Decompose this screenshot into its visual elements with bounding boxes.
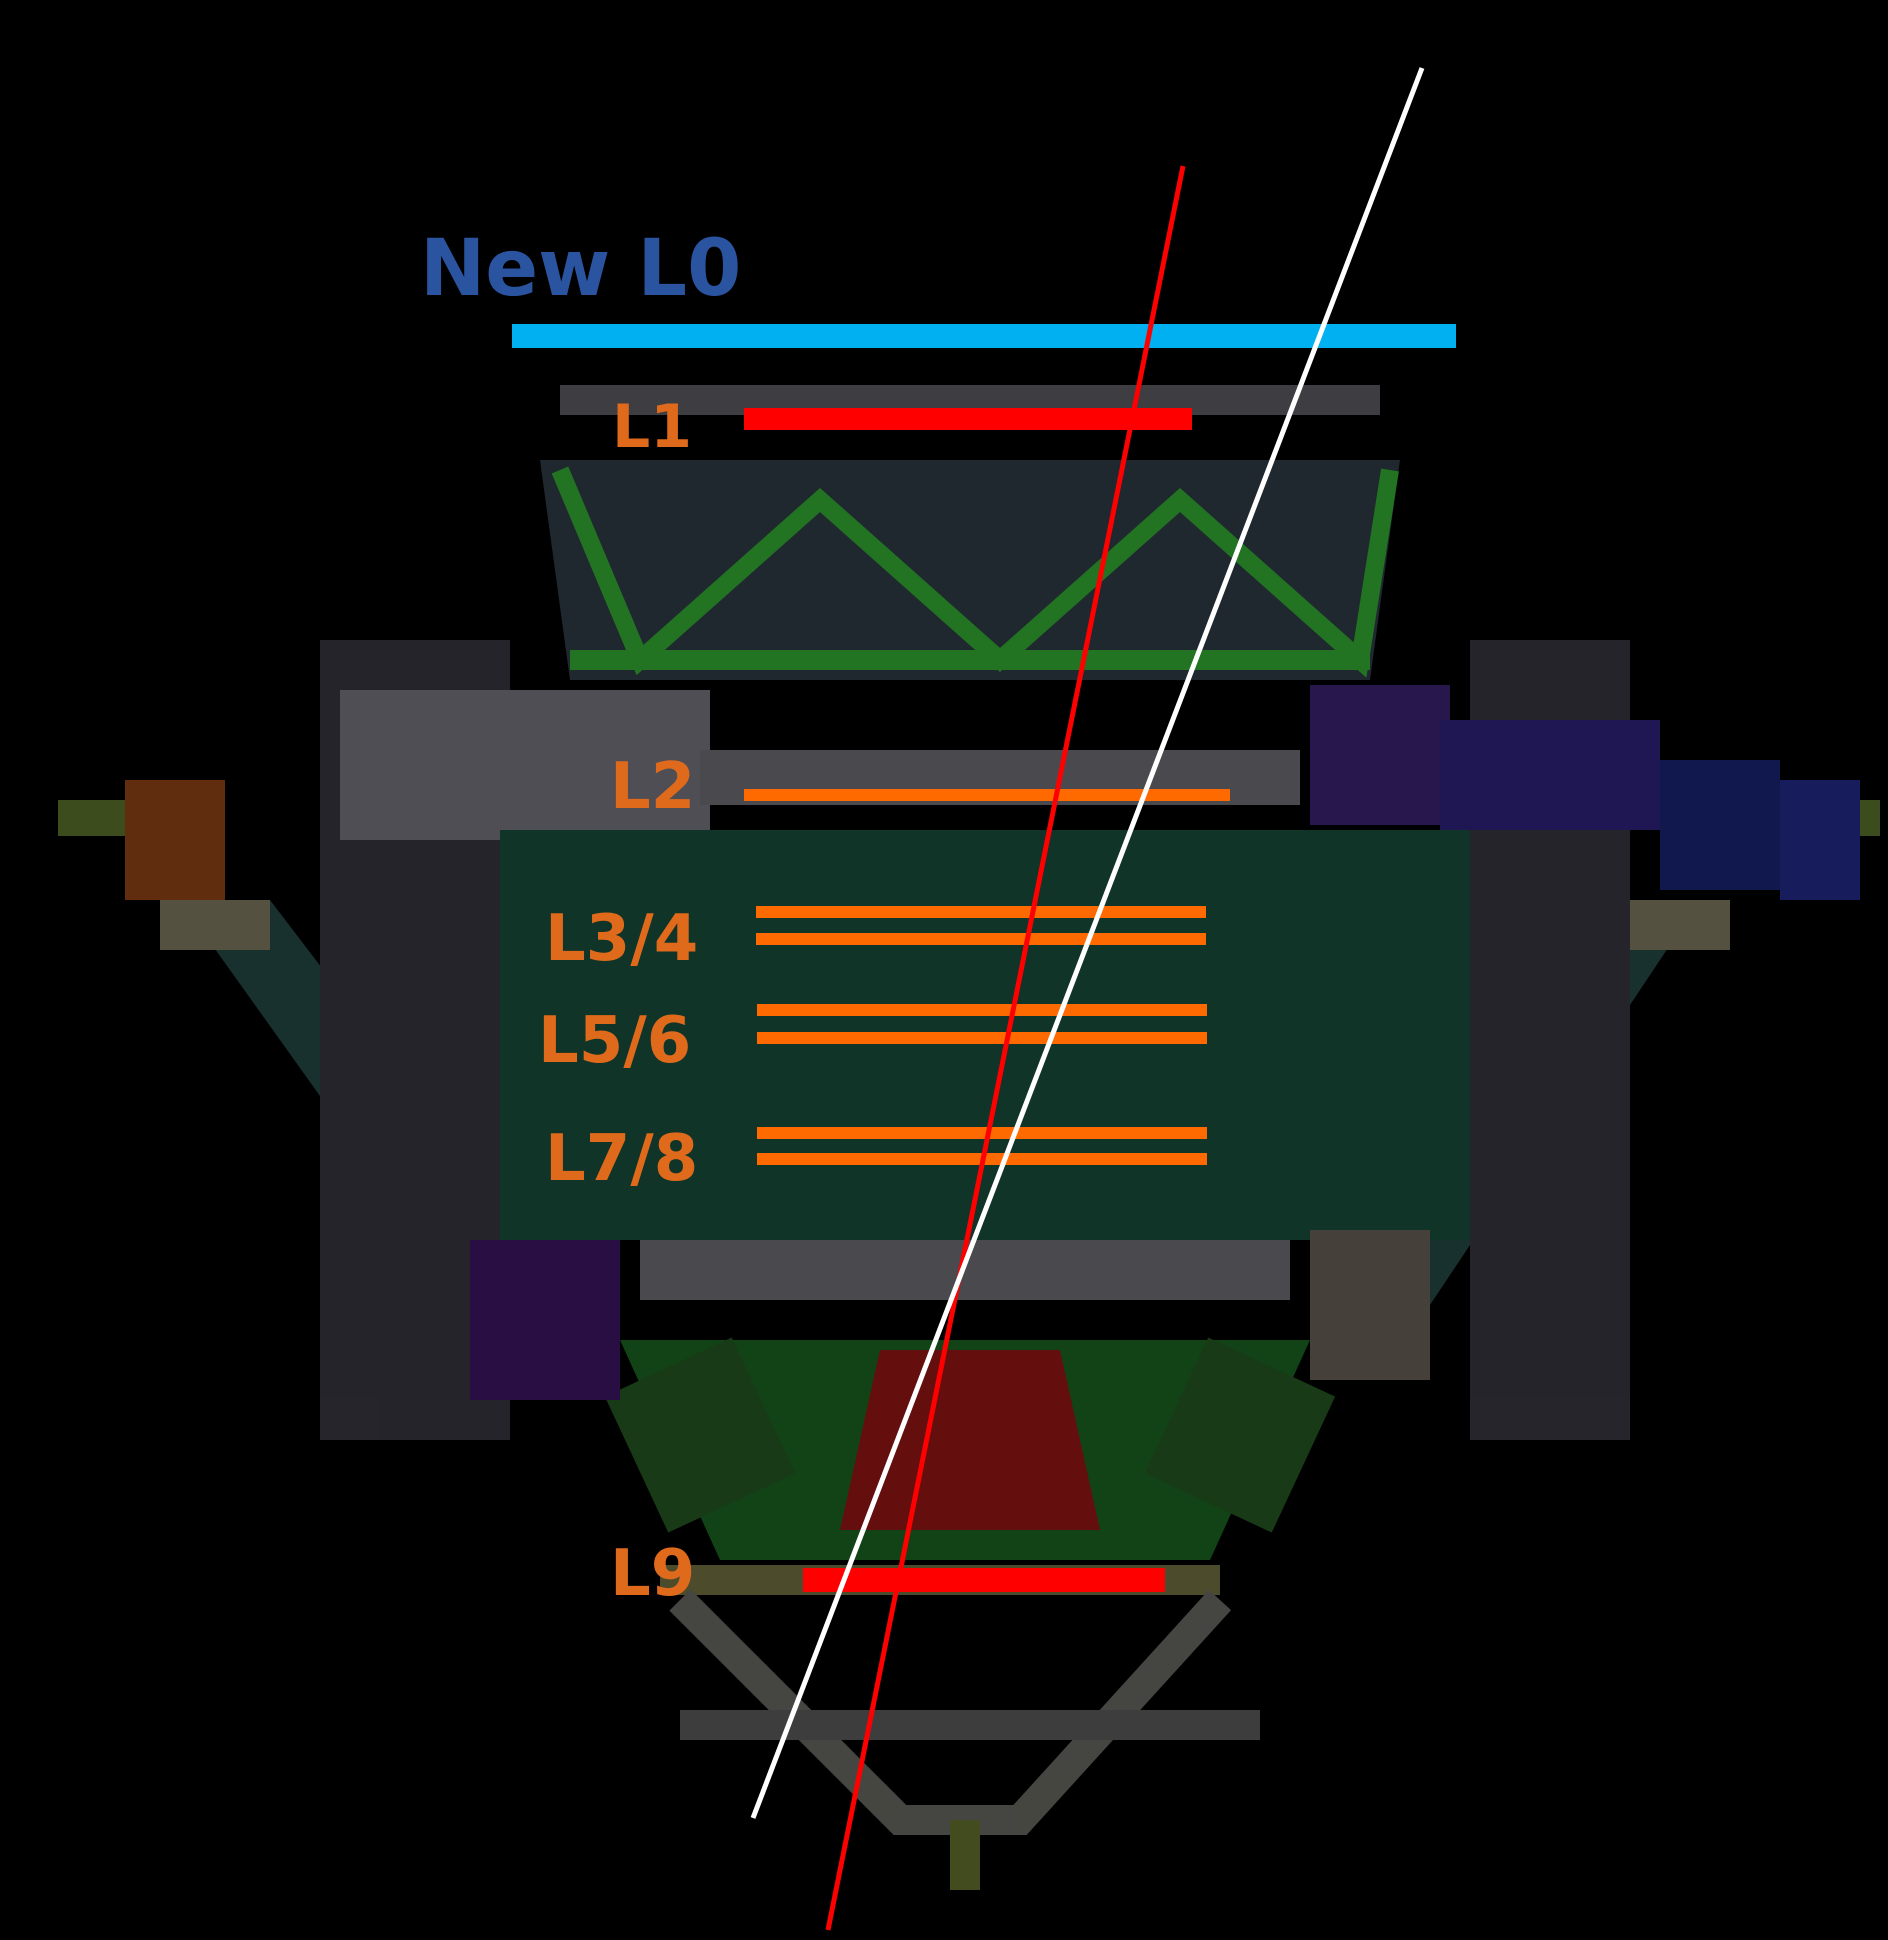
right-connector-2 <box>1440 720 1660 830</box>
l5-layer <box>757 1004 1207 1016</box>
top-truss-bottom <box>570 650 1370 670</box>
l9-layer <box>803 1568 1165 1592</box>
left-rod <box>58 800 138 836</box>
left-box <box>604 1337 796 1533</box>
bottom-red-wedge <box>840 1350 1100 1530</box>
l6-layer <box>757 1032 1207 1044</box>
l1-layer <box>744 408 1192 430</box>
l5-6-label: L5/6 <box>538 1004 691 1078</box>
right-box <box>1144 1337 1336 1533</box>
left-strut-cap <box>160 900 270 950</box>
right-connector <box>1310 685 1450 825</box>
l2-label: L2 <box>610 750 695 824</box>
red-track <box>825 165 1186 1931</box>
left-mount <box>125 780 225 900</box>
l3-layer <box>756 906 1206 918</box>
white-track <box>750 67 1425 1819</box>
l3-4-label: L3/4 <box>545 902 698 976</box>
lower-bar <box>680 1710 1260 1740</box>
l2-bracket <box>340 690 710 840</box>
right-mount-2 <box>1660 760 1780 890</box>
l7-8-label: L7/8 <box>545 1122 698 1196</box>
right-strut-cap <box>1620 900 1730 950</box>
l9-label: L9 <box>610 1537 695 1611</box>
right-mount <box>1780 780 1860 900</box>
detector-structure <box>58 385 1880 1890</box>
l2-layer <box>744 789 1230 801</box>
right-grey-block <box>1310 1230 1430 1380</box>
new-l0-layer <box>512 324 1456 348</box>
lower-stem <box>950 1820 980 1890</box>
l7-layer <box>757 1127 1207 1139</box>
l4-layer <box>756 933 1206 945</box>
new-l0-label: New L0 <box>420 224 741 314</box>
l1-label: L1 <box>612 392 692 462</box>
left-purple-block <box>470 1240 620 1400</box>
